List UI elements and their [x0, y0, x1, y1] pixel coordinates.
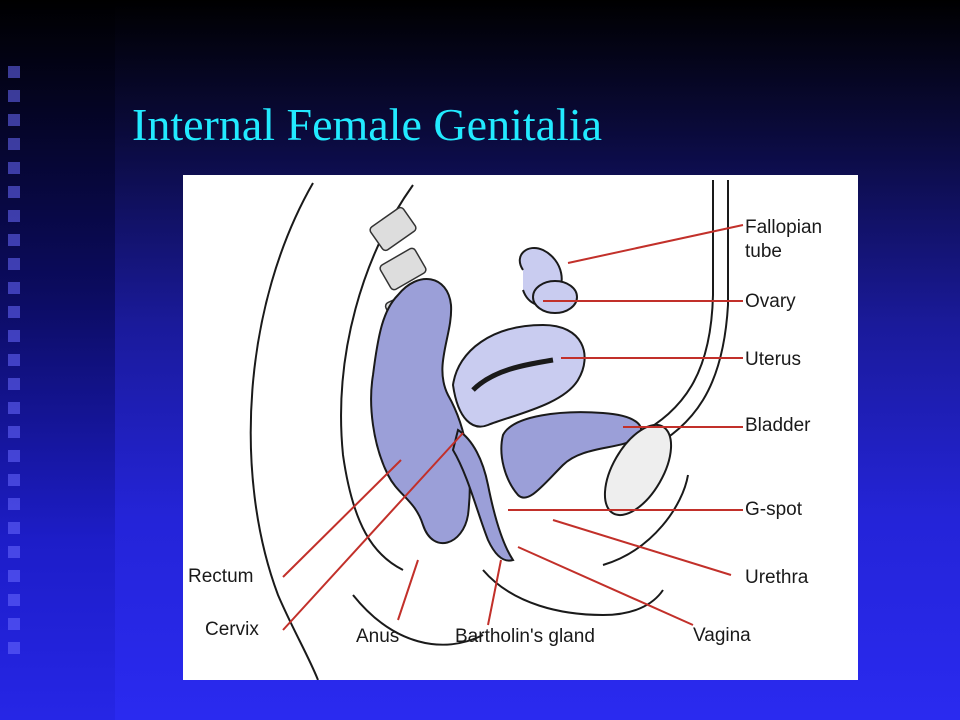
label-anus: Anus	[356, 626, 399, 647]
line-bartholins-gland	[487, 559, 502, 626]
perineum-outline	[482, 569, 664, 617]
buttock-outline	[352, 594, 484, 646]
label-cervix: Cervix	[205, 619, 259, 640]
line-cervix	[282, 432, 464, 631]
line-fallopian-tube	[567, 224, 744, 264]
label-vagina: Vagina	[693, 625, 751, 646]
ovary-shape	[532, 280, 578, 314]
line-anus	[397, 559, 419, 621]
pubic-outline	[602, 474, 689, 566]
uterus-shape	[451, 323, 586, 428]
sacrum-outline	[340, 184, 414, 571]
diagram-svg: Fallopian tube Ovary Uterus Bladder G-sp…	[188, 180, 822, 680]
vagina-shape	[451, 428, 515, 562]
anatomy-diagram: Fallopian tube Ovary Uterus Bladder G-sp…	[183, 175, 858, 680]
front-abdomen-outline-2	[647, 180, 729, 451]
line-rectum	[282, 459, 402, 578]
label-fallopian-line2: tube	[745, 241, 782, 262]
label-urethra: Urethra	[745, 567, 809, 588]
slide-title: Internal Female Genitalia	[132, 99, 603, 150]
label-uterus: Uterus	[745, 349, 801, 370]
label-lines	[282, 224, 744, 631]
decor-squares	[8, 66, 24, 666]
rectum-shape	[370, 278, 471, 545]
label-g-spot: G-spot	[745, 499, 803, 520]
label-fallopian-line1: Fallopian	[745, 217, 822, 238]
label-ovary: Ovary	[745, 291, 796, 312]
label-rectum: Rectum	[188, 566, 253, 587]
line-vagina	[517, 546, 694, 626]
line-urethra	[552, 519, 732, 576]
uterus-cavity	[471, 357, 554, 392]
front-abdomen-outline	[637, 180, 714, 436]
left-decor-bar	[0, 0, 115, 720]
label-bartholins-gland: Bartholin's gland	[455, 626, 595, 647]
bladder-shape	[500, 411, 642, 499]
back-outline	[249, 182, 319, 680]
label-bladder: Bladder	[745, 415, 811, 436]
